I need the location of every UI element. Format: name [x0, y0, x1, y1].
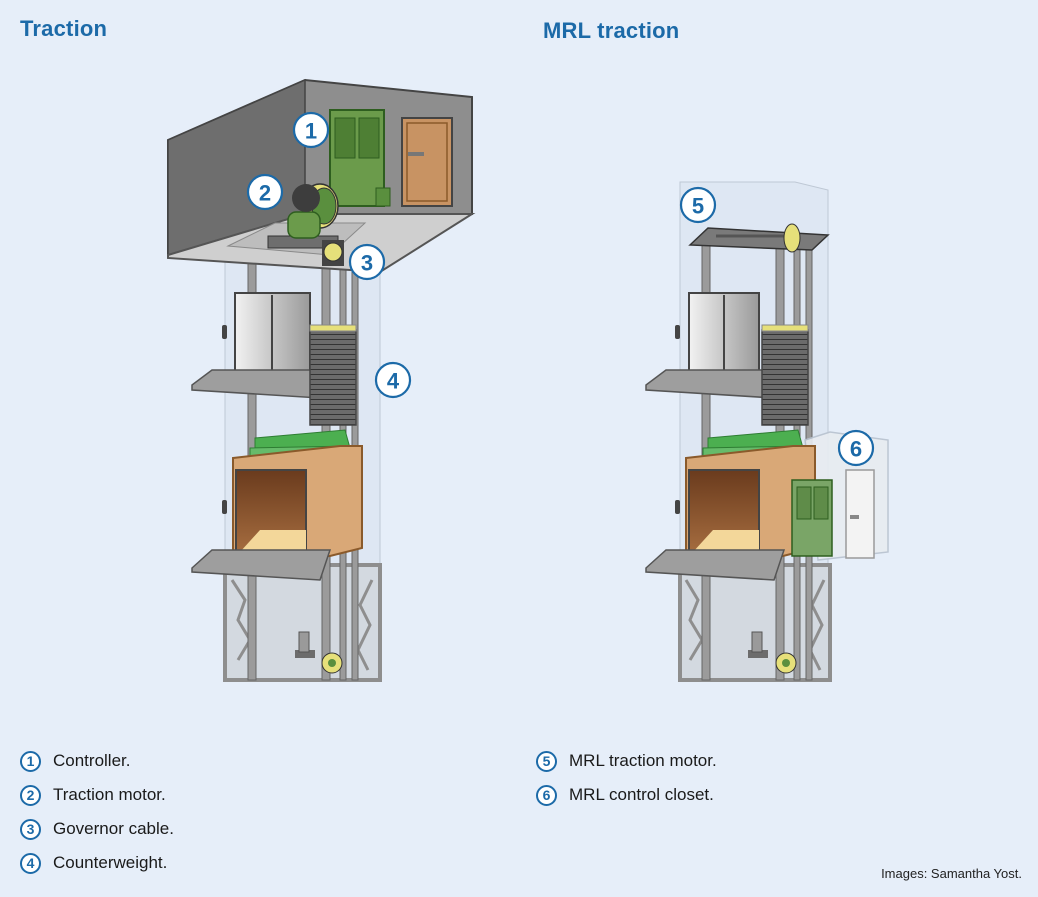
legend-label: Traction motor. — [53, 785, 166, 804]
machine-room-door — [401, 117, 453, 207]
traction-elevator — [167, 78, 476, 682]
mrl-traction-title: MRL traction — [543, 18, 680, 43]
legend-label: Governor cable. — [53, 819, 174, 838]
callout-4: 4 — [374, 361, 412, 399]
legend-item: 6 MRL control closet. — [536, 778, 717, 812]
legend-label: MRL traction motor. — [569, 751, 717, 770]
legend-number: 1 — [20, 750, 41, 772]
callout-1: 1 — [292, 111, 330, 149]
callout-5: 5 — [679, 186, 717, 224]
legend-number: 4 — [20, 852, 41, 874]
legend-number: 5 — [536, 750, 557, 772]
mrl-traction-elevator — [645, 181, 889, 682]
svg-text:1: 1 — [305, 119, 317, 144]
image-credit: Images: Samantha Yost. — [881, 866, 1022, 881]
traction-motor — [287, 211, 321, 239]
legend-label: Controller. — [53, 751, 131, 770]
counterweight — [309, 329, 357, 426]
legend-label: Counterweight. — [53, 853, 168, 872]
legend-label: MRL control closet. — [569, 785, 714, 804]
svg-text:6: 6 — [850, 437, 862, 462]
mrl-counterweight — [761, 329, 809, 426]
legend-item: 5 MRL traction motor. — [536, 744, 717, 778]
legend-number: 2 — [20, 784, 41, 806]
callout-3: 3 — [348, 243, 386, 281]
legend-item: 4 Counterweight. — [20, 846, 174, 880]
callout-6: 6 — [837, 429, 875, 467]
legend-traction: 1 Controller. 2 Traction motor. 3 Govern… — [20, 744, 174, 880]
svg-text:5: 5 — [692, 194, 704, 219]
svg-text:4: 4 — [387, 369, 400, 394]
svg-text:2: 2 — [259, 181, 271, 206]
legend-item: 3 Governor cable. — [20, 812, 174, 846]
legend-number: 3 — [20, 818, 41, 840]
svg-text:3: 3 — [361, 251, 373, 276]
traction-title: Traction — [20, 16, 108, 41]
callout-2: 2 — [246, 173, 284, 211]
legend-item: 2 Traction motor. — [20, 778, 174, 812]
legend-number: 6 — [536, 784, 557, 806]
legend-mrl: 5 MRL traction motor. 6 MRL control clos… — [536, 744, 717, 812]
legend-item: 1 Controller. — [20, 744, 174, 778]
